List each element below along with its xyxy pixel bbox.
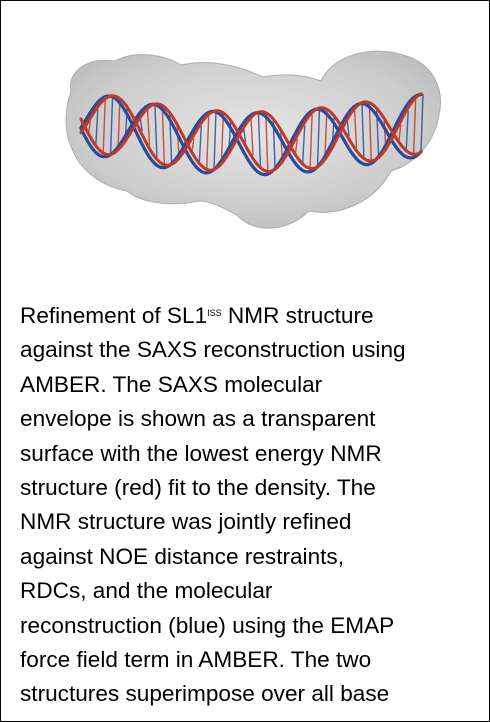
base-pair-rung [302,125,306,165]
base-pair-rung [405,110,409,151]
caption-line: RDCs, and the molecular [20,578,273,604]
base-pair-rung [309,114,313,169]
nmr-strand-b [79,92,423,173]
caption-line: NMR structure was jointly refined [20,509,352,535]
caption-line: against NOE distance restraints, [20,543,344,569]
base-pair-rung [265,112,269,172]
reconstruction-strand-a [79,101,423,175]
saxs-nmr-figure [41,31,461,271]
caption-line: Refinement of SL1ISS NMR structure [20,303,374,328]
base-pair-rung [102,100,106,154]
base-pair-rung [294,139,298,155]
base-pair-rung [398,124,402,143]
base-pair-rung [368,102,372,161]
base-pair-rung [361,102,365,157]
base-pair-rung [257,112,262,166]
base-pair-rung [324,108,328,160]
molecular-structure-image [65,50,441,229]
base-pair-rung [95,109,99,146]
base-pair-rung [146,108,151,146]
base-pair-rung [206,116,210,170]
base-pair-rung [346,119,350,136]
caption-line: force field term in AMBER. The two [20,647,372,673]
base-pair-rung [161,105,165,164]
base-pair-rung [420,93,424,153]
base-pair-rung [198,125,202,164]
rna-helix-strands [79,92,423,177]
figure-caption: Refinement of SL1ISS NMR structure again… [20,299,482,712]
caption-line: against the SAXS reconstruction using [20,337,406,363]
base-pair-rung [412,99,417,155]
caption-line: reconstruction (blue) using the EMAP [20,612,395,638]
saxs-envelope-surface [65,50,441,229]
caption-line: structures superimpose over all base [20,681,390,707]
base-pair-rung [242,127,247,143]
base-pair-rung [353,108,358,148]
caption-line: structure (red) fit to the density. The [20,475,376,501]
base-pair-rung [220,111,225,164]
base-pair-rung [250,117,254,156]
base-pair-rung [213,111,217,170]
reconstruction-strand-b [79,93,423,177]
caption-line: envelope is shown as a transparent [20,406,376,432]
base-pair-rung [316,108,321,167]
caption-line: AMBER. The SAXS molecular [20,371,323,397]
caption-line: surface with the lowest energy NMR [20,440,382,466]
base-pair-rung [117,97,121,151]
iss-superscript: ISS [207,308,222,318]
nmr-strand-a [79,100,423,172]
base-pair-rung [154,104,158,157]
base-pair-rung [109,96,114,155]
